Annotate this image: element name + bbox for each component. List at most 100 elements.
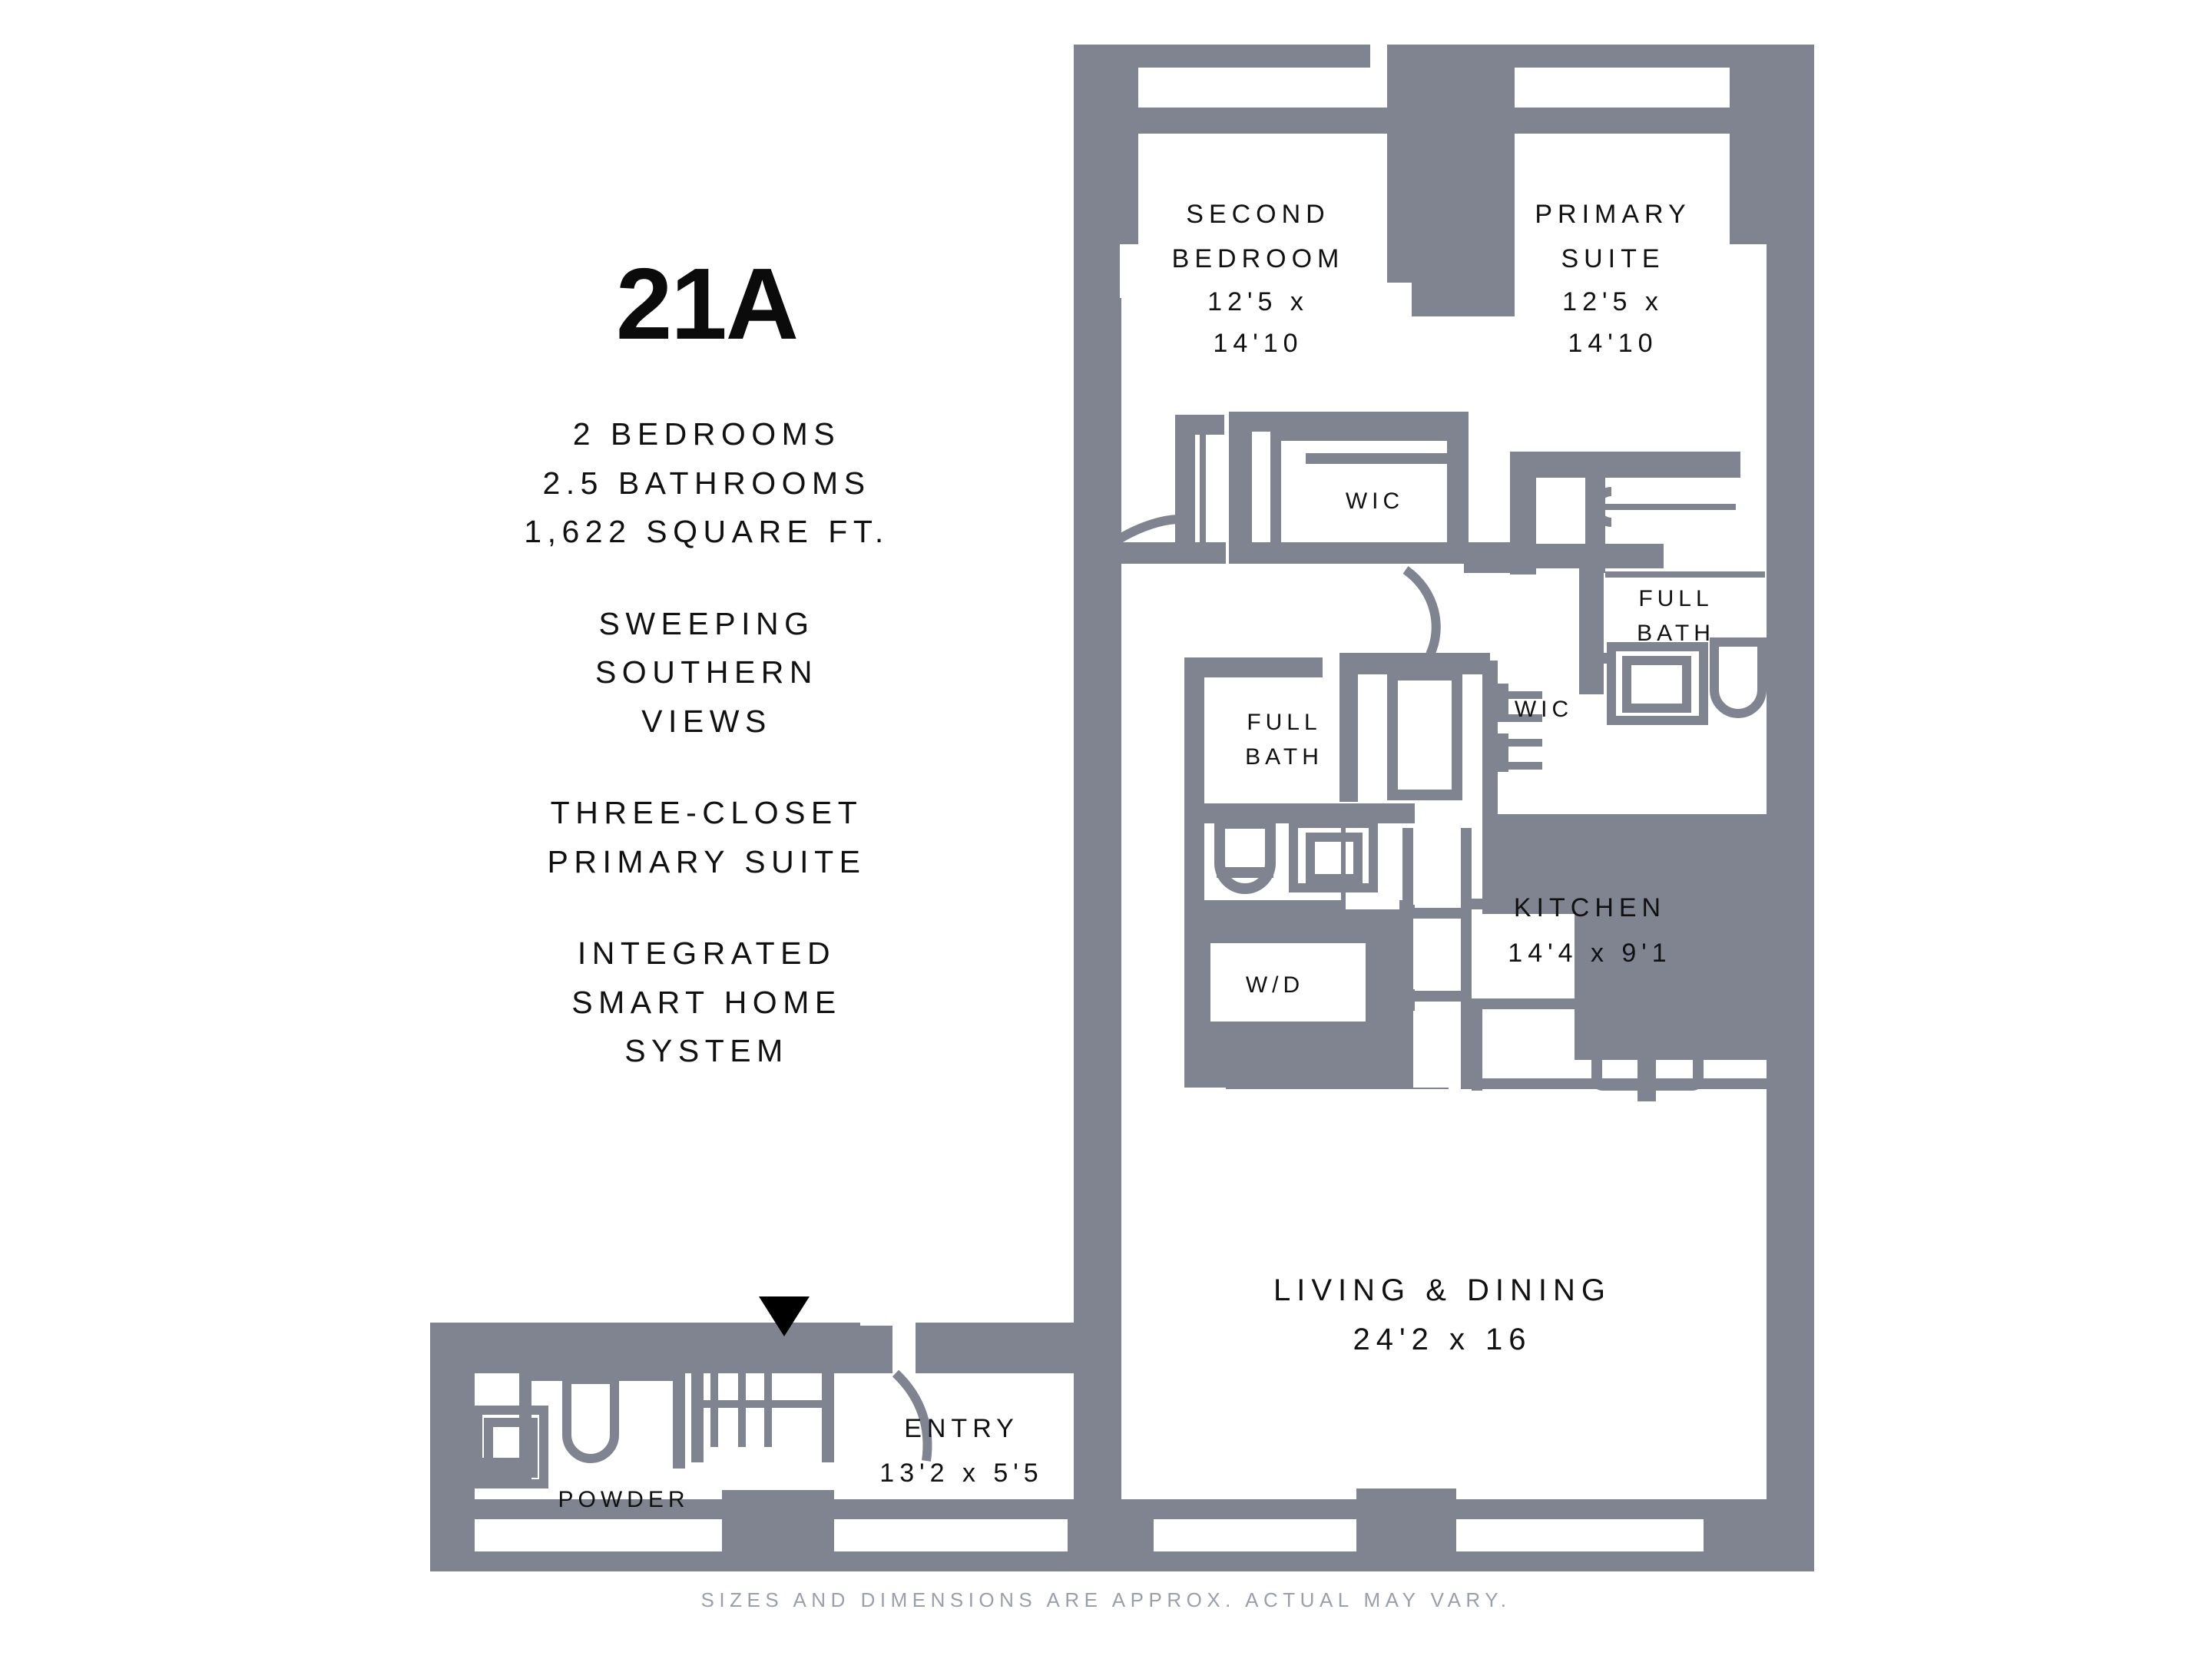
- wall-powder-partition-right: [673, 1369, 685, 1469]
- wall-pier-bottom-3: [1068, 1499, 1154, 1571]
- wall-pier-top-center: [1387, 45, 1515, 283]
- door-swing-entry: [892, 1369, 932, 1462]
- laundry-closet-inset: [1210, 943, 1366, 1022]
- unit-info-panel: 21A 2 BEDROOMS 2.5 BATHROOMS 1,622 SQUAR…: [353, 253, 1060, 1119]
- counter-kitchen-island-left: [1472, 998, 1482, 1091]
- wall-right-exterior: [1767, 215, 1814, 1521]
- cooktop-grid-v1: [1548, 828, 1555, 897]
- window-top-1: [1138, 68, 1387, 108]
- wall-primary-bath-left: [1579, 564, 1604, 694]
- sink-kitchen: [1591, 1014, 1704, 1091]
- feature-views-line-3: VIEWS: [641, 703, 772, 739]
- wall-window-sill-primary: [1515, 108, 1730, 134]
- hall-slot-c: [1413, 1011, 1461, 1088]
- wall-pier-top-right: [1730, 45, 1814, 244]
- feature-smart-home-line-3: SYSTEM: [624, 1033, 789, 1069]
- label-second-bedroom-dim-2: 14'10: [1213, 329, 1303, 358]
- window-top-2: [1515, 68, 1730, 108]
- sink-powder: [484, 1418, 538, 1478]
- label-powder: POWDER: [558, 1487, 690, 1512]
- wall-pier-bottom-5: [1704, 1499, 1814, 1571]
- disclaimer-text: SIZES AND DIMENSIONS ARE APPROX. ACTUAL …: [700, 1588, 1512, 1611]
- wall-bath-second-top: [1184, 657, 1323, 677]
- unit-number: 21A: [615, 247, 799, 360]
- window-bottom-3: [1154, 1519, 1356, 1551]
- sink-second-bath: [1306, 833, 1363, 883]
- cabinet-divider-1: [1634, 828, 1642, 897]
- feature-closets: THREE-CLOSET PRIMARY SUITE: [353, 789, 1060, 886]
- counter-kitchen-line-b: [1413, 991, 1469, 1002]
- door-swing-second-bedroom: [1103, 515, 1181, 552]
- shelf-wic-primary-d: [1508, 714, 1542, 722]
- feature-smart-home-line-2: SMART HOME: [571, 984, 842, 1020]
- hall-slot-a: [1413, 828, 1461, 905]
- cabinet-divider-3: [1727, 828, 1734, 897]
- feature-views-line-2: SOUTHERN: [594, 654, 819, 690]
- wall-coat-closet-top: [691, 1361, 834, 1373]
- walls-group: [430, 45, 1814, 1571]
- label-second-bedroom-line-1: SECOND: [1186, 200, 1330, 229]
- wall-bath-second-left: [1184, 657, 1204, 900]
- fixtures-group: [473, 430, 1767, 1488]
- spec-square-feet: 1,622 SQUARE FT.: [524, 514, 889, 550]
- label-wic-primary: WIC: [1515, 697, 1573, 722]
- wall-kitchen-left: [1402, 828, 1413, 1089]
- wall-entry-top-right: [916, 1323, 1080, 1373]
- counter-kitchen-upper: [1472, 899, 1773, 909]
- wall-closet-second-right: [1229, 412, 1252, 564]
- cooktop-grid-h1: [1533, 845, 1625, 851]
- wall-entry-top-jamb-left: [854, 1326, 892, 1373]
- wall-pier-bottom-4: [1356, 1488, 1456, 1571]
- sink-primary-vanity: [1591, 487, 1612, 527]
- wall-pier-bottom-2: [722, 1490, 834, 1571]
- wall-pier-center-lower: [1412, 261, 1515, 316]
- cabinet-divider-2: [1682, 828, 1690, 897]
- entry-direction-marker-icon: [759, 1296, 810, 1336]
- window-bottom-2: [834, 1519, 1068, 1551]
- label-full-bath-second-line-1: FULL: [1247, 710, 1321, 735]
- label-laundry: W/D: [1246, 972, 1304, 998]
- label-entry-dim: 13'2 x 5'5: [879, 1459, 1043, 1488]
- cooktop-grid-v2: [1576, 828, 1582, 897]
- shower-pan-primary-bath: [1622, 656, 1691, 713]
- spec-bathrooms: 2.5 BATHROOMS: [542, 465, 871, 501]
- shelf-wic-primary-e: [1508, 739, 1542, 747]
- wall-tub-inner-bottom: [1387, 790, 1462, 800]
- label-full-bath-primary-line-2: BATH: [1637, 621, 1715, 646]
- label-kitchen-dim: 14'4 x 9'1: [1508, 939, 1671, 968]
- cooktop-edge-left: [1530, 828, 1538, 897]
- label-second-bedroom-dim-1: 12'5 x: [1207, 287, 1309, 316]
- label-wic-second: WIC: [1346, 488, 1404, 514]
- shelf-wic-second-b: [1270, 430, 1281, 542]
- wall-coat-closet-left: [691, 1361, 704, 1462]
- shelf-wic-primary-f: [1508, 762, 1542, 770]
- door-swing-unused: [1257, 1333, 1344, 1399]
- counter-kitchen-line-a: [1413, 908, 1469, 919]
- label-kitchen: KITCHEN: [1514, 893, 1666, 922]
- wall-left-exterior: [1074, 298, 1121, 1504]
- wall-tub-inner-top: [1387, 670, 1462, 680]
- label-primary-suite-dim-1: 12'5 x: [1562, 287, 1664, 316]
- wall-closet-second-left: [1175, 415, 1195, 561]
- label-entry: ENTRY: [904, 1414, 1019, 1443]
- feature-closets-line-2: PRIMARY SUITE: [547, 843, 866, 879]
- toilet-primary-bath: [1710, 637, 1767, 718]
- wall-coat-closet-right: [822, 1361, 834, 1462]
- feature-smart-home: INTEGRATED SMART HOME SYSTEM: [353, 929, 1060, 1076]
- toilet-powder: [562, 1375, 619, 1463]
- shelf-wic-primary-b: [1498, 733, 1508, 772]
- feature-views: SWEEPING SOUTHERN VIEWS: [353, 600, 1060, 747]
- sink-faucet-kitchen: [1637, 1051, 1656, 1101]
- wall-tub-inner-left: [1387, 670, 1398, 800]
- wall-pier-top-left: [1074, 45, 1138, 244]
- label-living-dining: LIVING & DINING: [1273, 1273, 1611, 1307]
- shelf-wic-second-c: [1306, 453, 1469, 464]
- wall-wic-second-right: [1447, 412, 1469, 564]
- wall-wic-second-top: [1252, 412, 1467, 432]
- wall-corridor-upper-left: [1120, 542, 1197, 564]
- feature-smart-home-line-1: INTEGRATED: [577, 935, 836, 972]
- wall-top-left-outer: [1074, 45, 1370, 68]
- label-living-dining-dim: 24'2 x 16: [1353, 1323, 1532, 1356]
